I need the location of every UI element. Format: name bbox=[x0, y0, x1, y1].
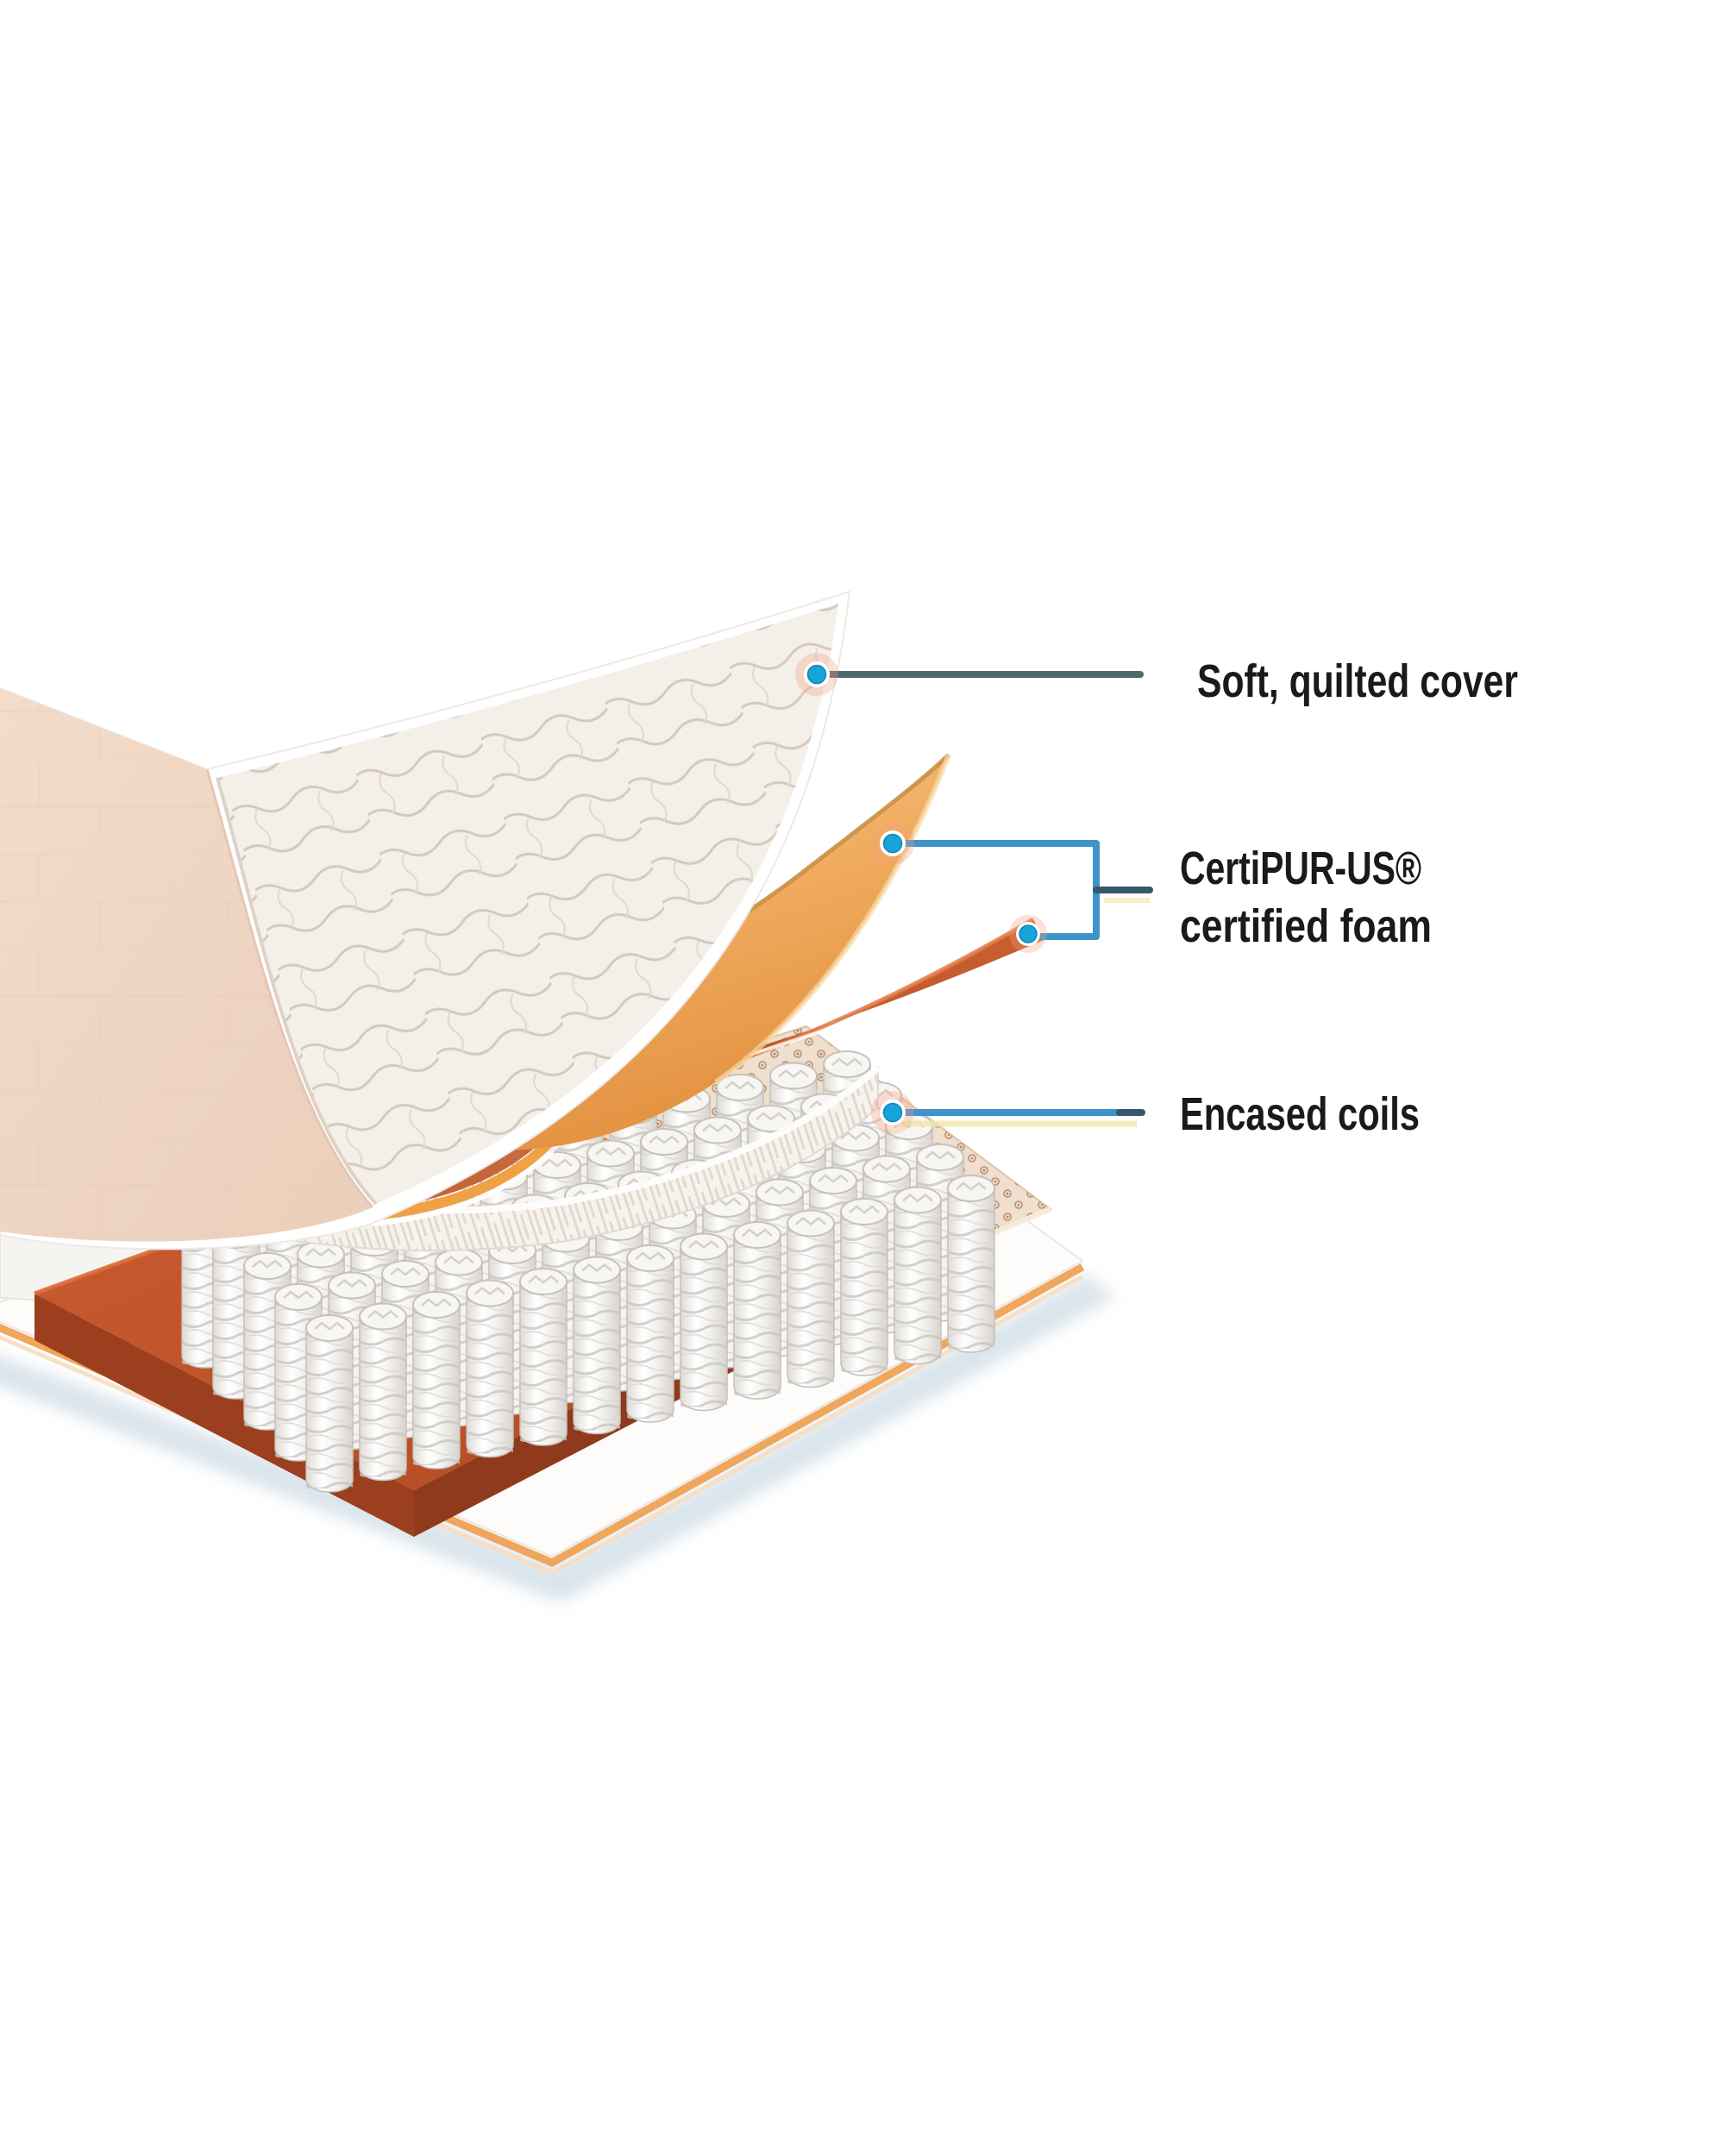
quilted-cover-layer bbox=[0, 590, 851, 1250]
coil bbox=[946, 1174, 996, 1354]
callout-quilted-cover: Soft, quilted cover bbox=[795, 653, 1518, 707]
coil bbox=[572, 1256, 622, 1435]
coil bbox=[358, 1302, 408, 1482]
coil bbox=[304, 1313, 354, 1494]
coil bbox=[625, 1244, 675, 1424]
coil bbox=[732, 1220, 782, 1401]
label-certipur-line2: certified foam bbox=[1180, 900, 1432, 952]
callout-dot bbox=[806, 664, 827, 685]
coil bbox=[465, 1279, 515, 1458]
callout-encased-coils: Encased coils bbox=[871, 1088, 1420, 1140]
coil bbox=[839, 1197, 889, 1377]
coil bbox=[786, 1209, 836, 1388]
coil bbox=[893, 1186, 943, 1365]
label-certipur-line1: CertiPUR-US® bbox=[1180, 843, 1421, 894]
callout-dot bbox=[1019, 924, 1038, 943]
callouts: Soft, quilted cover CertiPUR-US® certifi… bbox=[795, 653, 1518, 1140]
label-quilted-cover: Soft, quilted cover bbox=[1197, 655, 1518, 707]
callout-certipur-foam: CertiPUR-US® certified foam bbox=[871, 822, 1432, 953]
callout-dot bbox=[882, 833, 903, 854]
mattress-illustration: Soft, quilted cover CertiPUR-US® certifi… bbox=[0, 590, 1518, 1602]
label-encased-coils: Encased coils bbox=[1180, 1088, 1420, 1140]
coil bbox=[679, 1232, 729, 1412]
coil bbox=[411, 1290, 461, 1470]
callout-dot bbox=[882, 1102, 903, 1123]
coil bbox=[518, 1267, 568, 1447]
